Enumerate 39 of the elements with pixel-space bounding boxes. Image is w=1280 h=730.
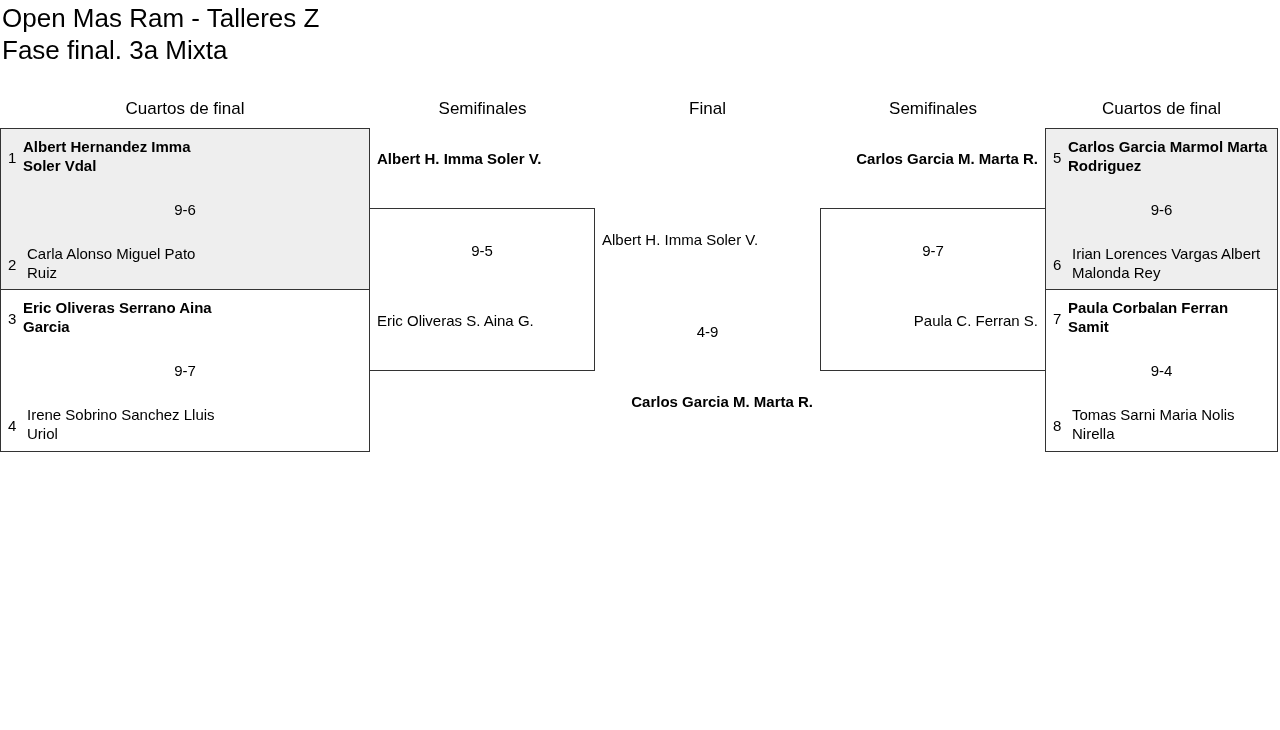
team-names: Carlos Garcia Marmol Marta Rodriguez <box>1068 137 1268 175</box>
team-names: Carlos Garcia M. Marta R. <box>855 149 1038 168</box>
seed-number: 7 <box>1053 309 1062 329</box>
team-names: Eric Oliveras Serrano Aina Garcia <box>23 298 213 336</box>
score: 9-6 <box>1150 200 1173 220</box>
match-box <box>1045 289 1278 452</box>
team-names: Paula Corbalan Ferran Samit <box>1068 298 1230 336</box>
round-heading: Semifinales <box>888 98 978 120</box>
match-box <box>0 128 370 290</box>
title: Open Mas Ram - Talleres Z Fase final. 3a Mixta <box>2 2 321 66</box>
round-heading: Semifinales <box>437 98 528 120</box>
seed-number: 4 <box>8 416 17 436</box>
team-names: Tomas Sarni Maria Nolis Nirella <box>1072 405 1236 443</box>
team-names: Albert Hernandez Imma Soler Vdal <box>23 137 192 175</box>
match-box <box>0 289 370 452</box>
match-box <box>1045 128 1278 290</box>
score: 9-5 <box>471 241 493 261</box>
score: 9-7 <box>922 241 944 261</box>
score: 9-6 <box>174 200 196 220</box>
team-names: Albert H. Imma Soler V. <box>602 230 760 249</box>
team-names: Albert H. Imma Soler V. <box>377 149 543 168</box>
seed-number: 1 <box>8 148 17 168</box>
team-names: Paula C. Ferran S. <box>912 311 1038 330</box>
team-names: Eric Oliveras S. Aina G. <box>377 311 535 330</box>
seed-number: 6 <box>1053 255 1062 275</box>
seed-number: 2 <box>8 255 17 275</box>
round-heading: Cuartos de final <box>1100 98 1223 120</box>
seed-number: 8 <box>1053 416 1062 436</box>
seed-number: 5 <box>1053 148 1062 168</box>
team-names: Carlos Garcia M. Marta R. <box>630 392 813 411</box>
score: 4-9 <box>695 322 720 342</box>
team-names: Irian Lorences Vargas Albert Malonda Rey <box>1072 244 1262 282</box>
round-heading: Final <box>688 98 727 120</box>
score: 9-7 <box>174 361 196 381</box>
round-heading: Cuartos de final <box>124 98 246 120</box>
team-names: Carla Alonso Miguel Pato Ruiz <box>27 244 197 282</box>
score: 9-4 <box>1150 361 1173 381</box>
seed-number: 3 <box>8 309 17 329</box>
team-names: Irene Sobrino Sanchez Lluis Uriol <box>27 405 216 443</box>
